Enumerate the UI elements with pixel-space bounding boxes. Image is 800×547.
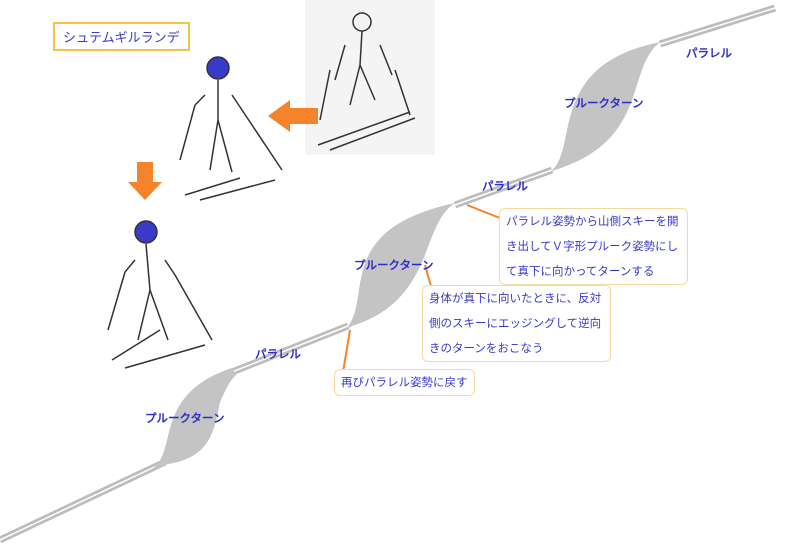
- label-parallel: パラレル: [686, 46, 732, 60]
- arrow-left-icon: [268, 100, 318, 132]
- plough-turns: [150, 42, 660, 470]
- label-parallel: パラレル: [482, 179, 528, 193]
- label-plough-turn: プルークターン: [145, 411, 225, 425]
- label-plough-turn: プルークターン: [564, 96, 644, 110]
- callout-note: パラレル姿勢から山側スキーを開き出してＶ字形プルーク姿勢にして真下に向かってター…: [499, 208, 688, 285]
- label-parallel: パラレル: [255, 347, 301, 361]
- callout-note: 身体が真下に向いたときに、反対側のスキーにエッジングして逆向きのターンをおこなう: [422, 285, 611, 362]
- callout-note: 再びパラレル姿勢に戻す: [334, 369, 475, 396]
- skier-illustration-top: [305, 0, 435, 155]
- arrow-down-icon: [128, 162, 162, 200]
- diagram-title: シュテムギルランデ: [53, 22, 190, 51]
- skier-illustration-blue-1: [179, 56, 283, 201]
- skier-illustration-blue-2: [107, 220, 213, 369]
- label-plough-turn: プルークターン: [354, 258, 434, 272]
